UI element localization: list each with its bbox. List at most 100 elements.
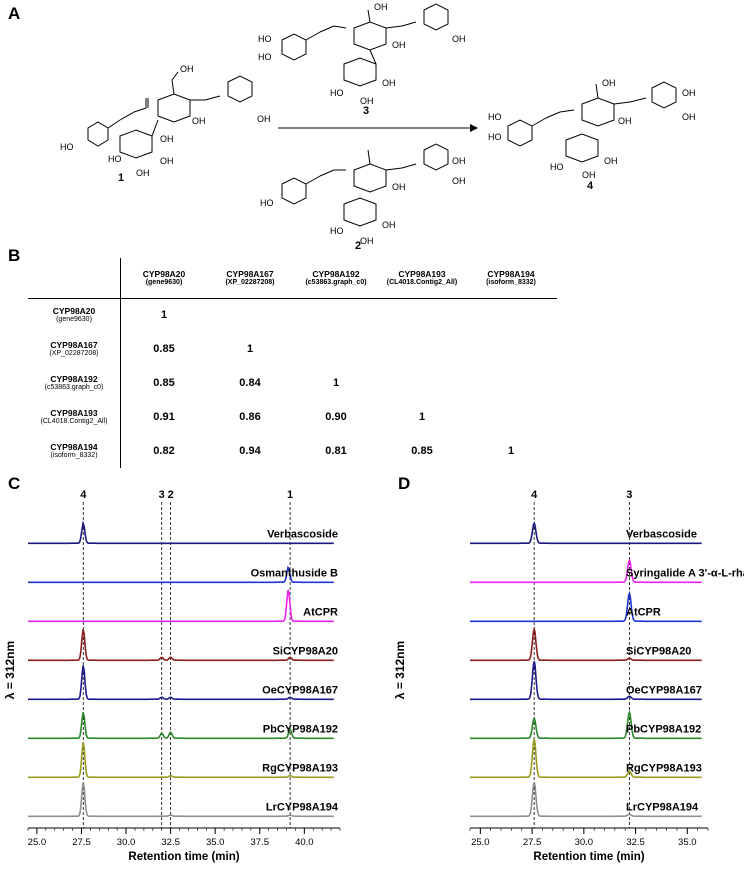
trace-line bbox=[470, 709, 702, 740]
trace-line bbox=[28, 629, 334, 662]
gene-name: CYP98A192 bbox=[50, 374, 98, 384]
matrix-cell bbox=[293, 332, 379, 366]
oh-label: OH bbox=[257, 114, 271, 124]
x-axis-label: Retention time (min) bbox=[533, 851, 644, 863]
structure-4 bbox=[507, 81, 677, 163]
matrix-cell bbox=[465, 400, 557, 434]
gene-id: (c53863.graph_c0) bbox=[44, 384, 104, 391]
gene-name: CYP98A167 bbox=[50, 340, 98, 350]
gene-name: CYP98A193 bbox=[50, 408, 98, 418]
oh-label: OH bbox=[682, 88, 696, 98]
trace-line bbox=[28, 565, 334, 584]
ho-label: HO bbox=[60, 142, 74, 152]
ho-label: HO bbox=[260, 198, 274, 208]
oh-label: OH bbox=[136, 168, 150, 178]
trace-line bbox=[470, 521, 702, 545]
trace-line bbox=[28, 782, 334, 818]
trace-label: LrCYP98A194 bbox=[266, 801, 339, 813]
x-tick-label: 32.5 bbox=[161, 837, 180, 848]
ho-label: HO bbox=[488, 132, 502, 142]
trace-line bbox=[28, 742, 334, 779]
x-tick-label: 32.5 bbox=[626, 837, 645, 848]
compound-number-4: 4 bbox=[587, 180, 594, 192]
trace-label: OeCYP98A167 bbox=[626, 684, 702, 696]
gene-name: CYP98A192 bbox=[312, 268, 360, 279]
matrix-cell: 0.81 bbox=[325, 445, 347, 457]
ho-label: HO bbox=[550, 162, 564, 172]
gene-name: CYP98A167 bbox=[226, 268, 274, 279]
ho-label: HO bbox=[258, 52, 272, 62]
x-tick-label: 25.0 bbox=[471, 837, 490, 848]
gene-id: (XP_02287208) bbox=[49, 350, 99, 357]
gene-name: CYP98A20 bbox=[52, 306, 96, 317]
peak-marker-label: 4 bbox=[531, 490, 538, 501]
row-header: CYP98A20(gene9630) bbox=[28, 298, 121, 332]
compound-number-1: 1 bbox=[118, 172, 125, 184]
matrix-row: CYP98A194(isoform_8332) 0.82 0.94 0.81 0… bbox=[28, 434, 557, 468]
oh-label: OH bbox=[602, 78, 616, 88]
matrix-cell: 0.85 bbox=[153, 343, 175, 355]
gene-id: (c53863.graph_c0) bbox=[305, 278, 367, 286]
oh-label: OH bbox=[452, 34, 466, 44]
matrix-cell bbox=[379, 366, 465, 400]
matrix-row: CYP98A20(gene9630) 1 bbox=[28, 298, 557, 332]
matrix-cell: 0.90 bbox=[325, 411, 347, 423]
gene-id: (isoform_8332) bbox=[486, 278, 536, 286]
oh-label: OH bbox=[360, 236, 374, 246]
oh-label: OH bbox=[192, 116, 206, 126]
arrow-head-icon bbox=[470, 124, 478, 132]
oh-label: OH bbox=[618, 116, 632, 126]
peak-marker-label: 4 bbox=[80, 490, 87, 501]
trace-line bbox=[28, 589, 334, 623]
matrix-row: CYP98A192(c53863.graph_c0) 0.85 0.84 1 bbox=[28, 366, 557, 400]
column-header: CYP98A167(XP_02287208) bbox=[207, 258, 293, 299]
matrix-cell bbox=[465, 366, 557, 400]
x-tick-label: 25.0 bbox=[28, 837, 47, 848]
matrix-cell bbox=[465, 298, 557, 332]
matrix-corner bbox=[28, 258, 121, 299]
x-tick-label: 30.0 bbox=[117, 837, 136, 848]
panel-label-d: D bbox=[398, 474, 411, 493]
oh-label: OH bbox=[582, 170, 596, 180]
trace-line bbox=[28, 665, 334, 701]
oh-label: OH bbox=[604, 156, 618, 166]
compound-number-3: 3 bbox=[363, 105, 370, 117]
oh-label: OH bbox=[392, 182, 406, 192]
oh-label: OH bbox=[374, 2, 388, 12]
trace-label: RgCYP98A193 bbox=[262, 762, 338, 774]
trace-label: Syringalide A 3'-α-L-rhamnopyranoside bbox=[626, 567, 744, 579]
trace-line bbox=[470, 558, 702, 584]
column-header: CYP98A193(CL4018.Contig2_All) bbox=[379, 258, 465, 299]
matrix-cell bbox=[379, 332, 465, 366]
trace-label: SiCYP98A20 bbox=[273, 645, 338, 657]
trace-line bbox=[28, 712, 334, 740]
ho-label: HO bbox=[258, 34, 272, 44]
matrix-cell bbox=[207, 298, 293, 332]
row-header: CYP98A167(XP_02287208) bbox=[28, 332, 121, 366]
matrix-header-row: CYP98A20(gene9630) CYP98A167(XP_02287208… bbox=[28, 258, 557, 299]
matrix-cell bbox=[379, 298, 465, 332]
gene-name: CYP98A194 bbox=[487, 268, 535, 279]
oh-label: OH bbox=[160, 134, 174, 144]
trace-label: AtCPR bbox=[303, 606, 338, 618]
reaction-scheme: OH HO OH OH OH HO OH OH HO HO OH OH OH H… bbox=[60, 2, 696, 246]
matrix-cell: 0.84 bbox=[239, 377, 261, 389]
matrix-cell: 1 bbox=[160, 309, 168, 322]
matrix-cell: 0.85 bbox=[411, 445, 433, 457]
matrix-cell: 1 bbox=[332, 377, 340, 389]
matrix-cell: 1 bbox=[507, 445, 515, 457]
trace-line bbox=[470, 739, 702, 779]
matrix-row: CYP98A193(CL4018.Contig2_All) 0.91 0.86 … bbox=[28, 400, 557, 434]
matrix-cell: 0.85 bbox=[153, 377, 175, 389]
x-tick-label: 27.5 bbox=[72, 837, 91, 848]
similarity-matrix: CYP98A20(gene9630) CYP98A167(XP_02287208… bbox=[28, 258, 557, 468]
peak-marker-label: 1 bbox=[287, 490, 293, 501]
trace-label: AtCPR bbox=[626, 606, 661, 618]
y-axis-label: λ = 312nm bbox=[393, 641, 407, 699]
x-tick-label: 35.0 bbox=[678, 837, 697, 848]
matrix-cell bbox=[465, 332, 557, 366]
peak-marker-label: 3 bbox=[159, 490, 165, 501]
x-tick-label: 27.5 bbox=[523, 837, 542, 848]
row-header: CYP98A192(c53863.graph_c0) bbox=[28, 366, 121, 400]
